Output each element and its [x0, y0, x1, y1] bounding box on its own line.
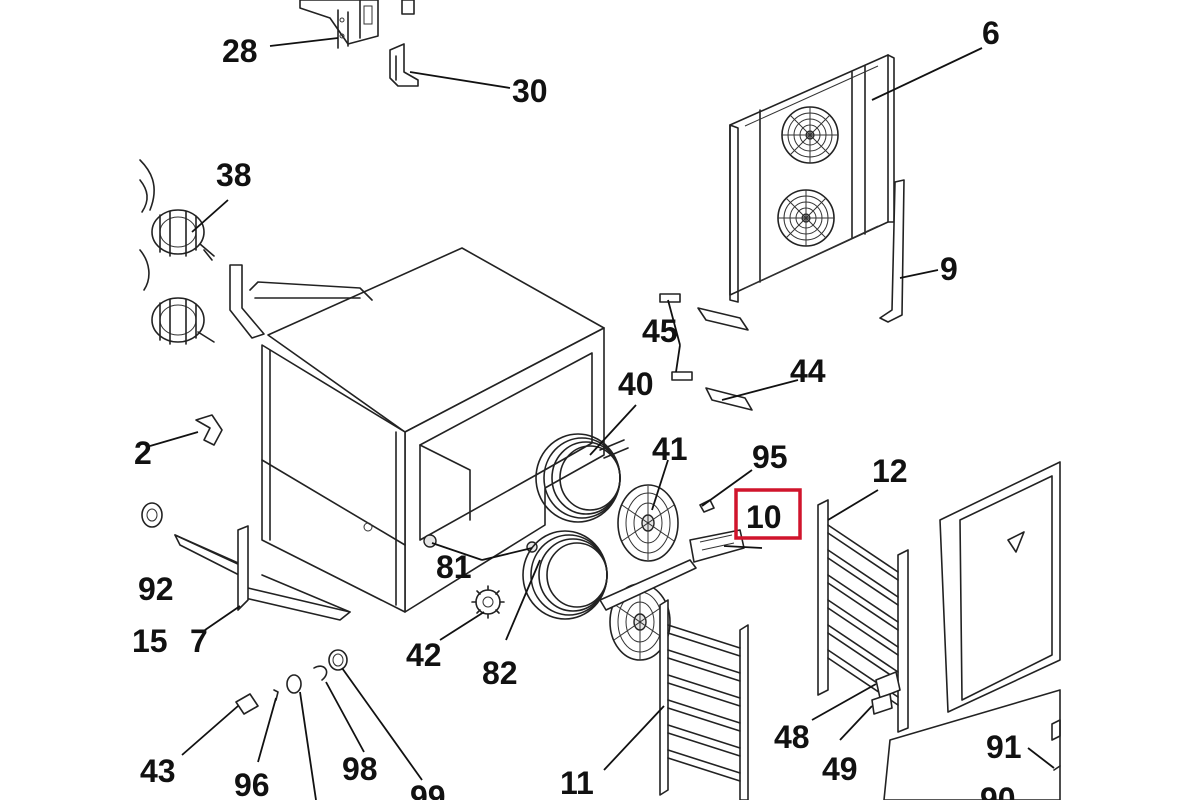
callout-43: 43	[140, 753, 176, 789]
left-crop-mask	[0, 0, 132, 800]
part-99-ring	[328, 649, 348, 671]
callout-91: 91	[986, 729, 1022, 765]
callout-96: 96	[234, 767, 270, 800]
callout-40: 40	[618, 366, 654, 402]
part-40-heating-element-upper	[535, 433, 629, 523]
callout-38: 38	[216, 157, 252, 193]
callout-15: 15	[132, 623, 168, 659]
callout-30: 30	[512, 73, 548, 109]
fan-upper-icon	[781, 106, 839, 164]
part-11-shelf-rack	[659, 599, 749, 800]
callout-6: 6	[982, 15, 1000, 51]
part-92-bush	[141, 502, 163, 528]
callout-95: 95	[752, 439, 788, 475]
callout-42: 42	[406, 637, 442, 673]
part-30-bracket	[389, 43, 419, 87]
callout-41: 41	[652, 431, 688, 467]
callout-98: 98	[342, 751, 378, 787]
part-38-motors	[139, 159, 215, 345]
callout-92: 92	[138, 571, 174, 607]
part-6-fan-panel	[729, 54, 895, 303]
callout-2: 2	[134, 435, 152, 471]
callout-45: 45	[642, 313, 678, 349]
part-41-fan-impeller-upper	[617, 484, 679, 562]
part-12-shelf-rack	[817, 499, 909, 733]
fan-lower-icon	[777, 189, 835, 247]
oven-door	[883, 461, 1061, 800]
part-28-bracket	[299, 0, 415, 49]
callout-11: 11	[560, 765, 594, 800]
oven-cavity	[174, 247, 605, 621]
callout-9: 9	[940, 251, 958, 287]
part-10-plate	[599, 529, 745, 611]
leader-lines	[149, 37, 1055, 800]
part-9-gasket	[879, 179, 905, 323]
callout-82: 82	[482, 655, 518, 691]
callout-44: 44	[790, 353, 826, 389]
highlight-box-part-10	[734, 488, 802, 540]
part-96-screw	[273, 689, 279, 701]
callout-49: 49	[822, 751, 858, 787]
part-43-bush	[235, 693, 259, 715]
callout-90: 90	[980, 781, 1016, 800]
callout-81: 81	[436, 549, 472, 585]
motor-lower	[151, 297, 215, 345]
part-98-ring	[286, 665, 328, 694]
callout-99: 99	[410, 779, 446, 800]
part-42-gear	[471, 585, 505, 619]
part-82-heating-element-lower	[522, 530, 608, 620]
part-2-clip	[195, 414, 223, 446]
callout-12: 12	[872, 453, 908, 489]
part-45-switches	[659, 293, 749, 381]
callout-10: 10	[746, 499, 782, 535]
callout-28: 28	[222, 33, 258, 69]
callout-7: 7	[190, 623, 208, 659]
callout-48: 48	[774, 719, 810, 755]
motor-upper	[151, 209, 215, 261]
callout-labels: 28 30 6 38 9 45 44 40 41 95 12 10 2 81 9…	[132, 15, 1022, 800]
